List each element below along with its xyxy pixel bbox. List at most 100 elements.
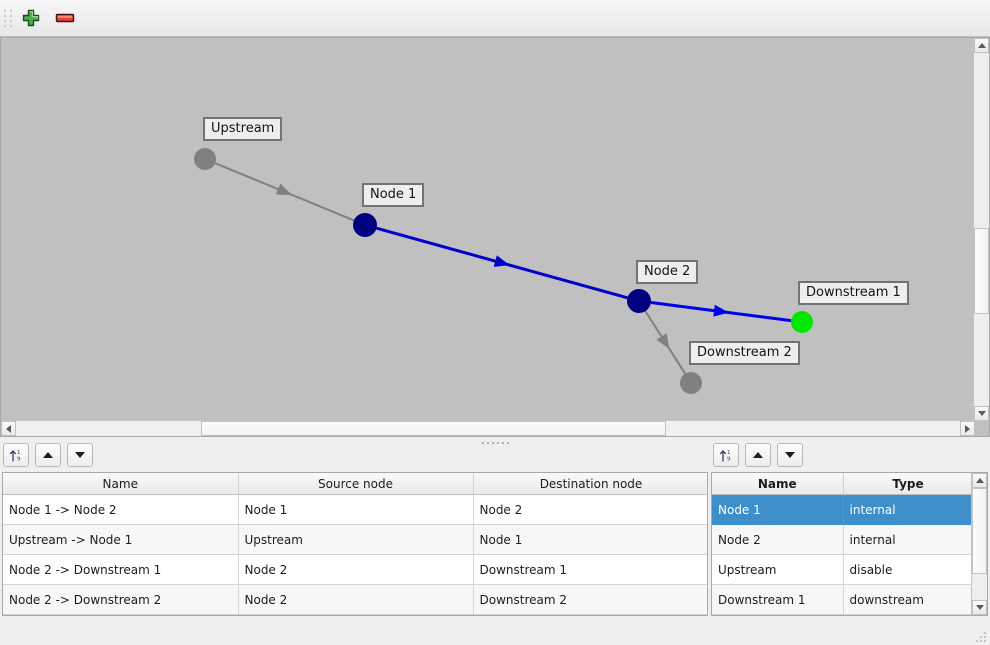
nodes-table-cell: Node 2 bbox=[712, 524, 844, 555]
graph-horizontal-scrollbar[interactable] bbox=[1, 420, 975, 436]
nodes-table-cell: Node 1 bbox=[712, 494, 844, 525]
move-node-down-button[interactable] bbox=[777, 443, 803, 467]
red-minus-icon bbox=[55, 13, 75, 23]
nodes-table-cell: Downstream 1 bbox=[712, 584, 844, 615]
nodes-table-toolbar: 1 9 bbox=[713, 443, 809, 467]
chevron-left-icon bbox=[6, 424, 11, 433]
sort-az-icon: 1 9 bbox=[719, 450, 731, 462]
graph-node-node2[interactable] bbox=[627, 289, 651, 313]
chevron-down-icon bbox=[975, 605, 984, 610]
svg-text:9: 9 bbox=[727, 456, 731, 462]
edges-table-column-header[interactable]: Destination node bbox=[473, 473, 707, 495]
edge-node1-node2-arrowhead bbox=[493, 255, 510, 267]
toolbar-drag-handle[interactable] bbox=[3, 7, 13, 29]
chevron-up-icon bbox=[975, 478, 984, 483]
graph-node-node1[interactable] bbox=[353, 213, 377, 237]
arrow-down-icon bbox=[75, 452, 85, 458]
move-node-up-button[interactable] bbox=[745, 443, 771, 467]
move-edge-down-button[interactable] bbox=[67, 443, 93, 467]
vertical-scroll-thumb[interactable] bbox=[974, 228, 989, 314]
scroll-left-button[interactable] bbox=[1, 421, 16, 436]
edges-table-toolbar: 1 9 bbox=[3, 443, 99, 467]
edge-node2-downstream1-arrowhead bbox=[713, 304, 729, 317]
edges-table-cell: Downstream 2 bbox=[473, 584, 707, 615]
move-edge-up-button[interactable] bbox=[35, 443, 61, 467]
edges-table-cell: Node 2 bbox=[238, 554, 474, 585]
remove-node-button[interactable] bbox=[49, 3, 81, 33]
table-empty-row bbox=[712, 614, 974, 615]
nodes-table-cell: Upstream bbox=[712, 554, 844, 585]
network-graph[interactable] bbox=[1, 38, 975, 421]
graph-node-downstream1[interactable] bbox=[791, 311, 813, 333]
svg-text:9: 9 bbox=[17, 456, 21, 462]
graph-node-downstream2[interactable] bbox=[680, 372, 702, 394]
add-node-button[interactable] bbox=[15, 3, 47, 33]
graph-node-label-node1[interactable]: Node 1 bbox=[362, 183, 425, 207]
graph-vertical-scrollbar[interactable] bbox=[973, 38, 989, 421]
splitter-grip-icon bbox=[481, 441, 509, 444]
nodes-table-empty-cell bbox=[712, 614, 844, 615]
nodes-table-column-header[interactable]: Name bbox=[712, 473, 844, 495]
sort-nodes-button[interactable]: 1 9 bbox=[713, 443, 739, 467]
scroll-right-button[interactable] bbox=[960, 421, 975, 436]
status-bar bbox=[0, 623, 990, 645]
edges-table-column-header[interactable]: Source node bbox=[238, 473, 474, 495]
resize-grip-icon[interactable] bbox=[976, 632, 987, 643]
nodes-scroll-thumb[interactable] bbox=[972, 488, 987, 574]
chevron-down-icon bbox=[977, 411, 986, 416]
nodes-table-cell: downstream bbox=[843, 584, 974, 615]
edges-table-cell: Node 1 bbox=[473, 524, 707, 555]
nodes-table-column-header[interactable]: Type bbox=[843, 473, 974, 495]
edges-table-cell: Node 2 bbox=[473, 494, 707, 525]
edges-table-cell: Upstream bbox=[238, 524, 474, 555]
chevron-up-icon bbox=[977, 43, 986, 48]
edges-table-column-header[interactable]: Name bbox=[3, 473, 239, 495]
edges-table-cell: Downstream 1 bbox=[473, 554, 707, 585]
scroll-down-button[interactable] bbox=[974, 406, 989, 421]
arrow-up-icon bbox=[43, 452, 53, 458]
sort-edges-button[interactable]: 1 9 bbox=[3, 443, 29, 467]
graph-node-label-node2[interactable]: Node 2 bbox=[636, 260, 699, 284]
horizontal-scroll-thumb[interactable] bbox=[201, 421, 666, 436]
graph-node-label-downstream2[interactable]: Downstream 2 bbox=[689, 341, 800, 365]
sort-az-icon: 1 9 bbox=[9, 450, 21, 462]
nodes-table-cell: disable bbox=[843, 554, 974, 585]
arrow-down-icon bbox=[785, 452, 795, 458]
edges-table-cell: Node 2 bbox=[238, 584, 474, 615]
nodes-scroll-track[interactable] bbox=[972, 488, 987, 600]
nodes-scroll-up-button[interactable] bbox=[972, 473, 987, 488]
table-empty-row bbox=[3, 614, 707, 615]
panel-splitter[interactable] bbox=[0, 438, 990, 447]
vertical-scroll-track[interactable] bbox=[974, 53, 989, 406]
graph-node-label-upstream[interactable]: Upstream bbox=[203, 117, 283, 141]
nodes-scroll-down-button[interactable] bbox=[972, 600, 987, 615]
graph-node-label-downstream1[interactable]: Downstream 1 bbox=[798, 281, 909, 305]
svg-text:1: 1 bbox=[17, 450, 21, 456]
edge-node2-downstream2-arrowhead bbox=[656, 333, 670, 350]
nodes-table-scrollbar[interactable] bbox=[971, 473, 987, 615]
nodes-table-cell: internal bbox=[843, 494, 974, 525]
scroll-up-button[interactable] bbox=[974, 38, 989, 53]
main-toolbar bbox=[0, 0, 990, 37]
edges-table-cell: Node 2 -> Downstream 1 bbox=[3, 554, 239, 585]
graph-node-upstream[interactable] bbox=[194, 148, 216, 170]
edges-table-cell: Node 1 bbox=[238, 494, 474, 525]
nodes-table-cell: internal bbox=[843, 524, 974, 555]
edges-table-empty-cell bbox=[3, 614, 239, 615]
nodes-table-empty-cell bbox=[843, 614, 974, 615]
